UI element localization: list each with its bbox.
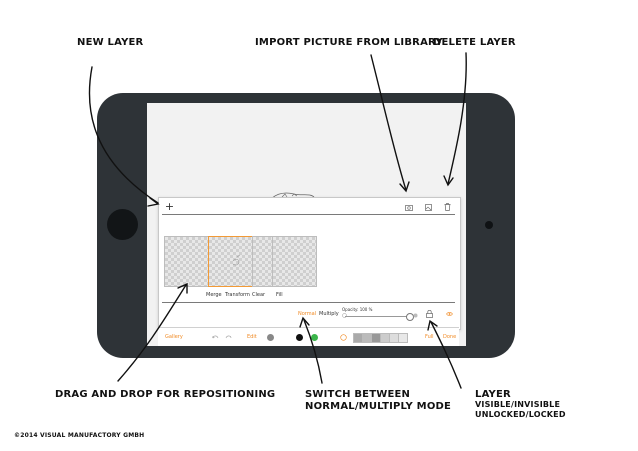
layer-sketch	[232, 254, 241, 266]
visibility-toggle[interactable]	[445, 310, 453, 318]
annotation-delete-layer: DELETE LAYER	[433, 37, 516, 48]
arrow-delete-layer	[447, 52, 467, 185]
undo-button[interactable]	[211, 333, 219, 341]
camera-icon	[405, 204, 413, 211]
merge-button[interactable]: Merge	[206, 292, 222, 298]
transform-button[interactable]: Transform	[225, 292, 250, 298]
annotation-switch-mode-line2: NORMAL/MULTIPLY MODE	[305, 401, 452, 412]
arrow-layer-toggle	[430, 321, 462, 389]
arrow-drag-drop	[117, 284, 187, 382]
import-picture-button[interactable]	[404, 202, 414, 212]
clear-button[interactable]: Clear	[252, 292, 266, 298]
gallery-button[interactable]: Gallery	[165, 334, 183, 340]
opacity-slider-knob[interactable]	[406, 313, 414, 321]
opacity-max-icon	[413, 313, 418, 318]
annotation-new-layer: NEW LAYER	[77, 37, 144, 48]
blend-mode-normal[interactable]: Normal	[298, 311, 317, 317]
add-layer-button[interactable]: +	[164, 201, 175, 212]
layer-thumbnail[interactable]	[164, 236, 210, 287]
annotation-layer-line2: VISIBLE/INVISIBLE	[475, 400, 561, 409]
copyright-text: ©2014 VISUAL MANUFACTORY GMBH	[14, 432, 145, 439]
blend-mode-multiply[interactable]: Multiply	[319, 311, 339, 317]
annotation-layer-line3: UNLOCKED/LOCKED	[475, 410, 566, 419]
annotation-switch-mode-line1: SWITCH BETWEEN	[305, 389, 411, 400]
plus-icon: +	[164, 200, 175, 213]
color-swatch-green[interactable]	[311, 334, 318, 341]
color-swatch-gray[interactable]	[267, 334, 274, 341]
trash-icon	[444, 203, 450, 211]
annotation-import-picture: IMPORT PICTURE FROM LIBRARY	[255, 37, 443, 48]
done-button[interactable]: Done	[443, 334, 457, 340]
color-swatch-black[interactable]	[296, 334, 303, 341]
edit-button[interactable]: Edit	[247, 334, 257, 340]
full-button[interactable]: Full	[425, 334, 434, 340]
redo-button[interactable]	[224, 333, 232, 341]
camera-dot	[485, 221, 493, 229]
image-icon	[424, 203, 432, 211]
opacity-label: Opacity: 100 %	[342, 307, 373, 312]
panel-divider-top	[162, 214, 455, 215]
brush-size-icon[interactable]	[339, 333, 347, 341]
annotation-layer-line1: LAYER	[475, 389, 511, 400]
fill-button[interactable]: Fill	[276, 292, 283, 298]
canvas-sketch	[271, 192, 315, 199]
eye-icon	[445, 312, 453, 316]
delete-layer-button[interactable]	[442, 202, 452, 212]
opacity-slider-track[interactable]	[345, 316, 411, 317]
arrow-new-layer	[88, 66, 159, 204]
layer-thumbnail-selected[interactable]	[208, 236, 254, 287]
panel-divider-mid	[162, 302, 455, 303]
home-button[interactable]	[107, 209, 138, 240]
brush-preset[interactable]	[398, 333, 408, 343]
undo-icon	[211, 335, 218, 338]
annotation-drag-drop: DRAG AND DROP FOR REPOSITIONING	[55, 389, 276, 400]
arrow-import-picture	[370, 54, 407, 191]
layer-image-button[interactable]	[423, 202, 433, 212]
redo-icon	[225, 335, 231, 338]
arrow-switch-mode	[303, 319, 323, 384]
opacity-min-icon	[342, 313, 347, 318]
layer-thumbnail[interactable]	[272, 236, 317, 287]
lock-icon	[425, 309, 433, 318]
lock-toggle[interactable]	[425, 309, 433, 318]
